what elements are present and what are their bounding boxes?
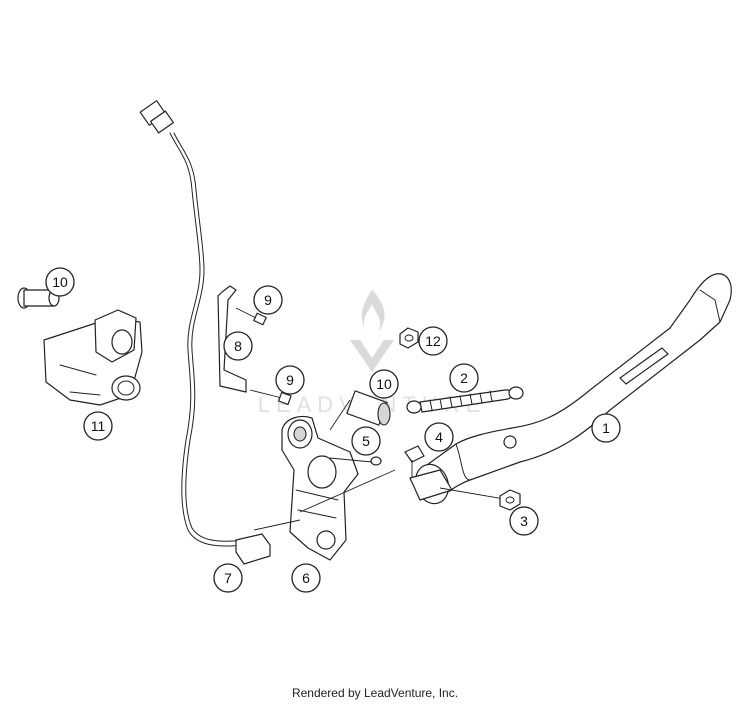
callout-label: 1 (602, 420, 610, 436)
callout-label: 10 (52, 274, 68, 290)
switch-part-7 (235, 519, 301, 565)
callout-part-8[interactable]: 8 (223, 331, 253, 361)
callout-part-3[interactable]: 3 (509, 506, 539, 536)
callout-part-5[interactable]: 5 (351, 426, 381, 456)
callout-part-4[interactable]: 4 (424, 422, 454, 452)
bracket-part-8 (217, 285, 247, 393)
sensor-cable (139, 100, 246, 547)
callout-part-2[interactable]: 2 (449, 363, 479, 393)
mount-bracket-part-6 (281, 415, 396, 561)
callout-part-11[interactable]: 11 (83, 411, 113, 441)
callout-label: 9 (286, 372, 294, 388)
bolt-part-9-lower (249, 389, 292, 406)
callout-label: 5 (362, 433, 370, 449)
callout-label: 7 (224, 570, 232, 586)
callout-label: 12 (425, 333, 441, 349)
bolt-part-3 (499, 489, 521, 511)
callout-part-10-center[interactable]: 10 (369, 369, 399, 399)
callout-label: 4 (435, 429, 443, 445)
callout-label: 6 (302, 570, 310, 586)
bolt-part-9-upper (235, 307, 267, 326)
callout-label: 9 (264, 292, 272, 308)
side-stand-part-1 (409, 273, 732, 505)
callout-part-10-left[interactable]: 10 (45, 267, 75, 297)
pivot-bolt-part-4 (404, 445, 425, 478)
callout-label: 3 (520, 513, 528, 529)
callout-part-12[interactable]: 12 (418, 326, 448, 356)
callout-part-1[interactable]: 1 (591, 413, 621, 443)
callout-label: 8 (234, 338, 242, 354)
callout-part-6[interactable]: 6 (291, 563, 321, 593)
callout-part-7[interactable]: 7 (213, 563, 243, 593)
callout-label: 11 (91, 418, 106, 434)
spring-part-2 (406, 386, 524, 414)
callout-part-9-lower[interactable]: 9 (275, 365, 305, 395)
switch-housing-part-11 (43, 309, 143, 406)
nut-part-12 (399, 327, 419, 349)
callout-label: 10 (376, 376, 392, 392)
callout-part-9-upper[interactable]: 9 (253, 285, 283, 315)
footer-credit: Rendered by LeadVenture, Inc. (291, 686, 459, 700)
screw-part-5 (370, 456, 382, 466)
callout-label: 2 (460, 370, 468, 386)
bushing-part-10-center (329, 390, 391, 431)
